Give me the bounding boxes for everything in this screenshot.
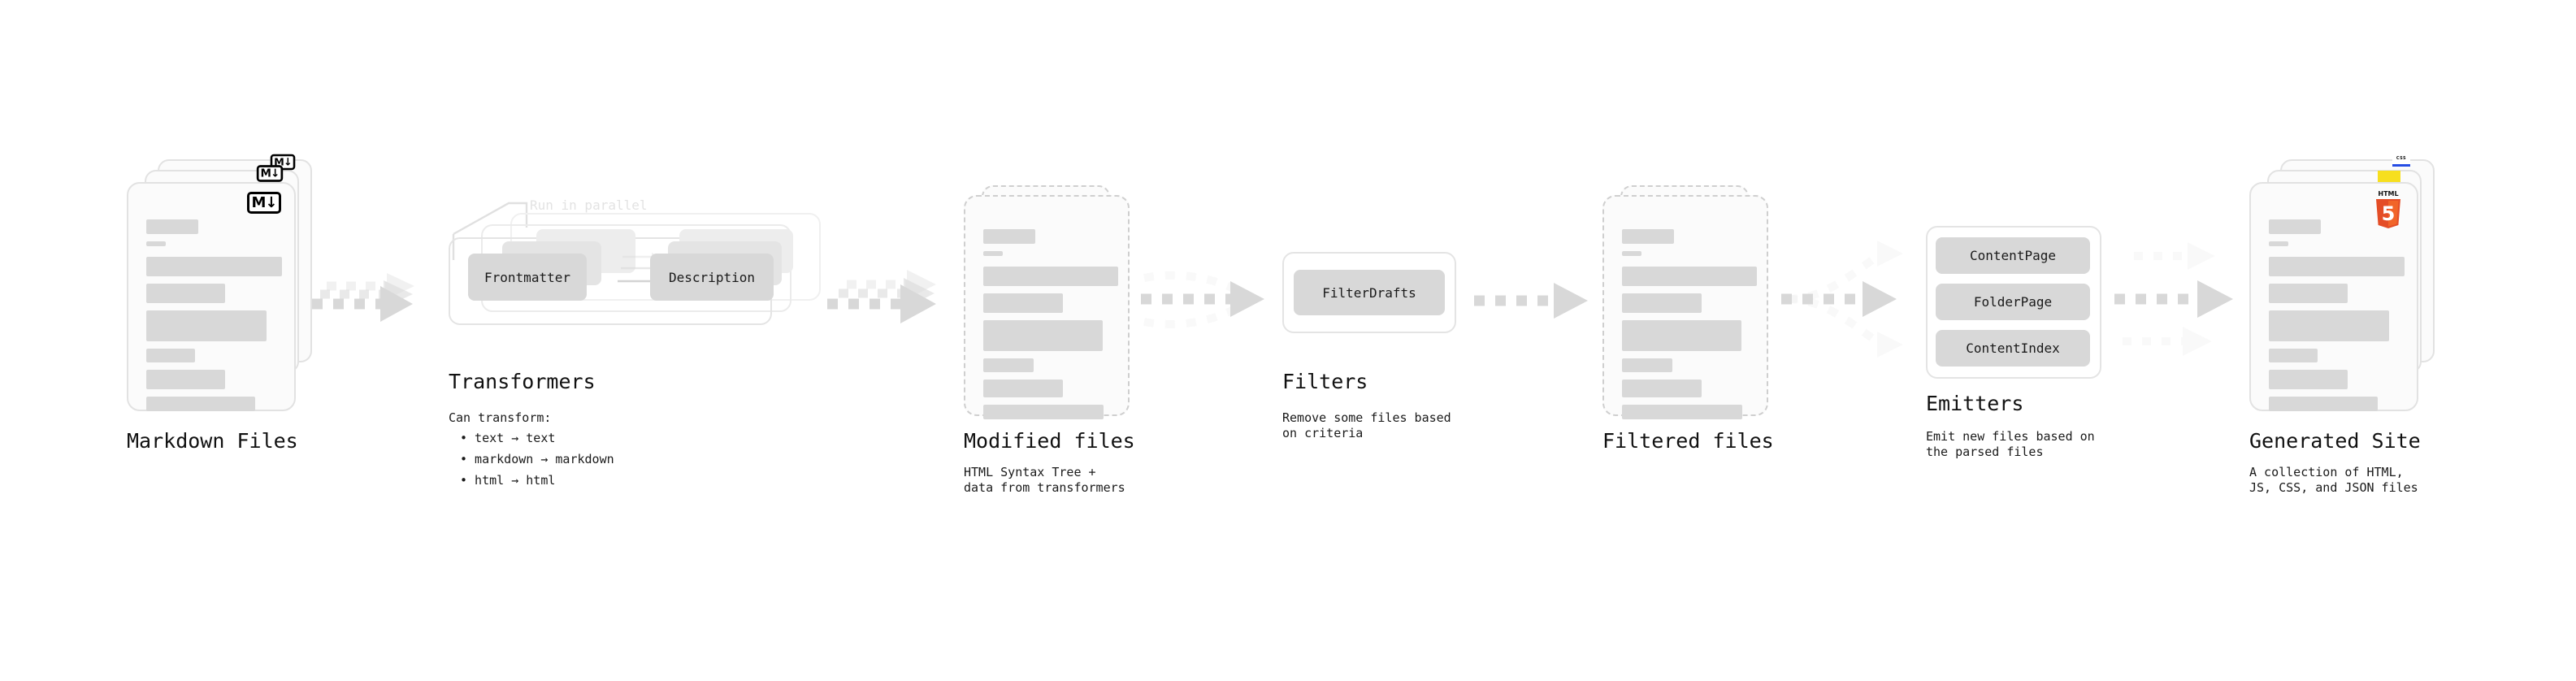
svg-text:HTML: HTML xyxy=(2378,190,2398,197)
transformers-bullet-3: • html → html xyxy=(460,473,556,488)
generated-site-caption: A collection of HTML, JS, CSS, and JSON … xyxy=(2249,465,2418,496)
markdown-placeholder-lines xyxy=(146,219,282,419)
transformers-caption: Can transform: xyxy=(449,410,552,425)
markdown-badge-m: M xyxy=(274,155,284,168)
arrow-emitters-to-site xyxy=(2114,242,2233,356)
transformer-pill-description[interactable]: Description xyxy=(650,254,774,301)
svg-text:5: 5 xyxy=(2382,202,2396,225)
markdown-files-title: Markdown Files xyxy=(127,429,298,453)
modified-placeholder-lines xyxy=(983,229,1118,427)
arrow-markdown-to-transformers xyxy=(312,273,414,322)
markdown-badge-arrow-2: ↓ xyxy=(271,166,280,180)
emitters-pill-contentpage[interactable]: ContentPage xyxy=(1936,237,2090,274)
arrow-transformers-to-modified xyxy=(827,270,936,323)
arrow-filtered-to-emitters xyxy=(1781,241,1903,358)
css-badge-label: CSS xyxy=(2396,156,2407,161)
markdown-badge-arrow-3: ↓ xyxy=(265,193,277,211)
emitters-pill-folderpage[interactable]: FolderPage xyxy=(1936,284,2090,320)
modified-files-caption: HTML Syntax Tree + data from transformer… xyxy=(964,465,1125,496)
generated-site-stack: CSS HTML 5 xyxy=(2249,156,2436,411)
transformers-group: Frontmatter Description xyxy=(449,213,830,343)
filters-title: Filters xyxy=(1282,370,1368,393)
markdown-badge-arrow: ↓ xyxy=(283,155,293,168)
filtered-files-stack xyxy=(1602,185,1781,429)
emitters-title: Emitters xyxy=(1926,392,2024,415)
transformers-bullet-2: • markdown → markdown xyxy=(460,452,614,466)
transformer-pill-frontmatter[interactable]: Frontmatter xyxy=(468,254,587,301)
site-placeholder-lines xyxy=(2269,219,2405,419)
filters-pill-filterdrafts[interactable]: FilterDrafts xyxy=(1294,270,1445,315)
filters-container xyxy=(1282,252,1456,333)
filters-caption: Remove some files based on criteria xyxy=(1282,410,1451,441)
markdown-badge-m-2: M xyxy=(260,166,271,180)
html5-logo-icon: HTML 5 xyxy=(2376,190,2400,228)
filtered-card-front xyxy=(1602,195,1768,419)
emitters-container xyxy=(1926,226,2101,379)
emitters-group: ContentPage FolderPage ContentIndex xyxy=(1926,226,2101,380)
markdown-card-front xyxy=(127,182,296,411)
transformers-bullet-1: • text → text xyxy=(460,431,556,445)
filters-group: FilterDrafts xyxy=(1282,252,1456,341)
filtered-placeholder-lines xyxy=(1622,229,1757,427)
emitters-pill-contentindex[interactable]: ContentIndex xyxy=(1936,330,2090,367)
modified-files-stack xyxy=(964,185,1143,429)
markdown-badge-front: M↓ xyxy=(247,192,281,214)
markdown-badge-mid: M↓ xyxy=(256,165,284,182)
html5-badge: HTML 5 xyxy=(2371,189,2405,229)
markdown-files-stack: M↓ M↓ M↓ xyxy=(127,154,314,411)
modified-card-front xyxy=(964,195,1130,419)
run-in-parallel-label: Run in parallel xyxy=(530,197,648,213)
arrow-modified-to-filters xyxy=(1141,271,1264,328)
filtered-files-title: Filtered files xyxy=(1602,429,1774,453)
markdown-badge-m-3: M xyxy=(251,193,266,211)
css-badge: CSS xyxy=(2392,156,2410,167)
transformers-title: Transformers xyxy=(449,370,596,393)
js-badge xyxy=(2378,171,2400,182)
generated-site-title: Generated Site xyxy=(2249,429,2421,453)
arrow-filters-to-filtered xyxy=(1474,283,1588,319)
emitters-caption: Emit new files based on the parsed files xyxy=(1926,429,2095,460)
modified-files-title: Modified files xyxy=(964,429,1135,453)
